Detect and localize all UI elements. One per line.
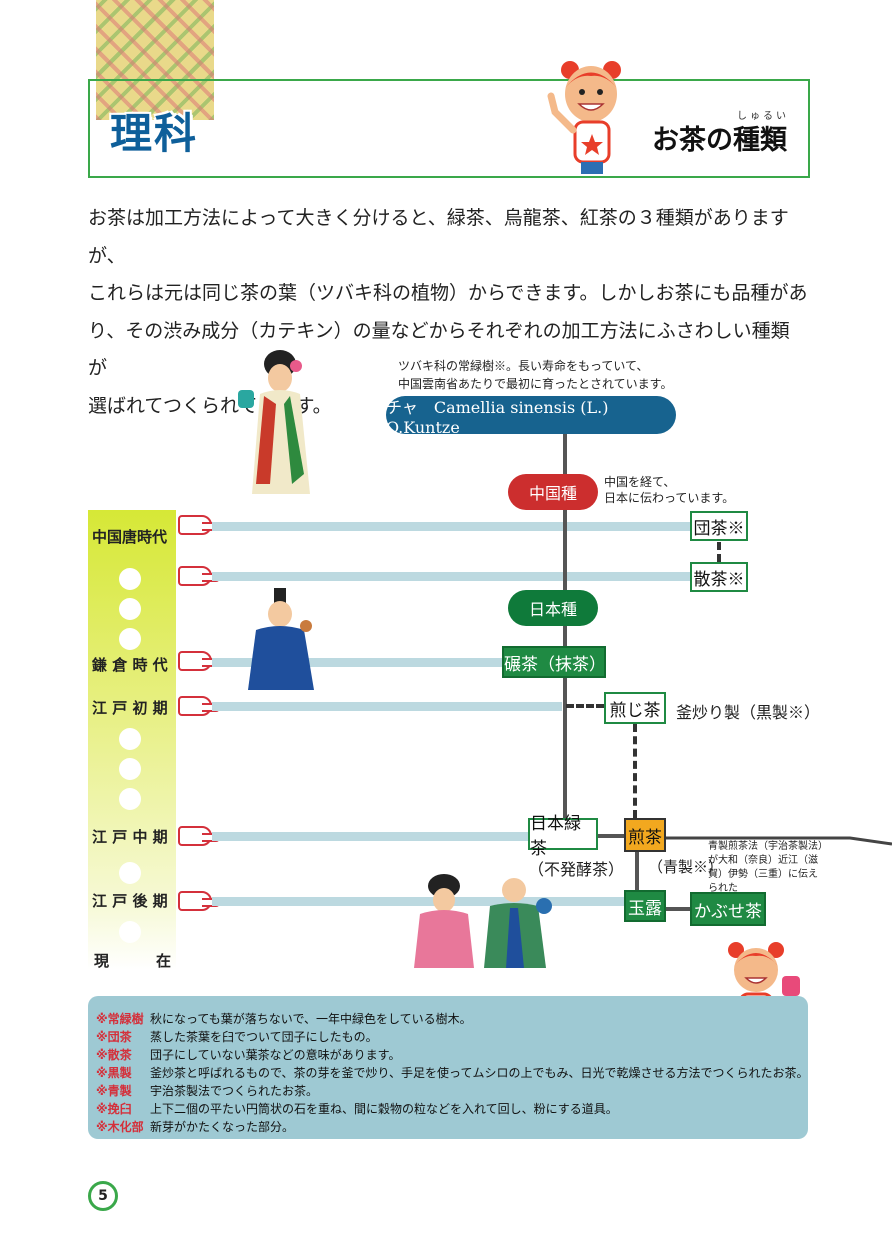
glossary-term: ※木化部 — [96, 1120, 144, 1134]
tea-box-nihon-ryokucha: 日本緑茶 — [528, 814, 598, 859]
tea-box-senjicha: 煎じ茶 — [604, 692, 666, 724]
timeline-bar — [212, 658, 504, 667]
flow-line — [598, 834, 624, 838]
flow-line — [563, 678, 567, 818]
tea-plant-root: チャ Camellia sinensis (L.) O.Kuntze — [386, 396, 676, 437]
glossary-term: ※黒製 — [96, 1066, 132, 1080]
pointing-hand-icon — [178, 826, 220, 846]
fuhakko-label: （不発酵茶） — [528, 860, 625, 879]
tea-box-kabusecha: かぶせ茶 — [690, 892, 766, 926]
glossary-row: ※団茶 蒸した茶葉を臼でついて団子にしたもの。 — [96, 1028, 378, 1045]
note-line: が大和（奈良）近江（滋 — [708, 855, 818, 866]
tea-box-sencha: 煎茶 — [624, 818, 666, 852]
girl-mascot-illustration — [547, 61, 621, 174]
glossary-row: ※木化部新芽がかたくなった部分。 — [96, 1118, 294, 1135]
dashed-connector — [633, 724, 637, 818]
dashed-connector — [717, 542, 721, 562]
glossary-term: ※青製 — [96, 1084, 132, 1098]
era-label-tang: 中国唐時代 — [92, 528, 168, 546]
timeline-bar — [212, 897, 624, 906]
plaid-decoration — [96, 0, 214, 120]
tea-box-tencha: 碾茶（抹茶） — [502, 646, 606, 678]
intro-line: お茶は加工方法によって大きく分けると、緑茶、烏龍茶、紅茶の３種類がありますが、 — [88, 207, 789, 267]
glossary-definition: 上下二個の平たい円筒状の石を重ね、間に穀物の粒などを入れて回し、粉にする道具。 — [150, 1102, 618, 1116]
flow-line — [563, 624, 567, 646]
era-dot — [119, 788, 141, 810]
era-dot — [119, 758, 141, 780]
page-title: お茶の種類 — [652, 125, 787, 156]
root-note: ツバキ科の常緑樹※。長い寿命をもっていて、 — [398, 359, 649, 373]
title-ruby: しゅるい — [737, 111, 789, 122]
glossary-term: ※団茶 — [96, 1030, 132, 1044]
timeline-bar — [212, 702, 562, 711]
china-variety-pill: 中国種 — [508, 474, 598, 510]
glossary-term: ※常緑樹 — [96, 1012, 144, 1026]
glossary-definition: 団子にしていない葉茶などの意味があります。 — [150, 1048, 401, 1062]
era-dot — [119, 921, 141, 943]
era-dot — [119, 628, 141, 650]
header-frame — [88, 79, 810, 178]
aosei-spread-note: 青製煎茶法（宇治茶製法） が大和（奈良）近江（滋 賀）伊勢（三重）に伝え られた — [708, 840, 828, 896]
era-label-present: 現 — [94, 952, 110, 970]
edo-couple-illustration — [414, 874, 552, 968]
era-label-edo-late: 江 戸 後 期 — [92, 892, 168, 910]
china-variety-note: 中国を経て、 — [604, 475, 676, 489]
glossary-term: ※挽臼 — [96, 1102, 132, 1116]
tea-box-sancha: 散茶※ — [690, 562, 748, 592]
era-dot — [119, 568, 141, 590]
note-line: 賀）伊勢（三重）に伝え — [708, 869, 818, 880]
glossary-row: ※挽臼 上下二個の平たい円筒状の石を重ね、間に穀物の粒などを入れて回し、粉にする道… — [96, 1100, 618, 1117]
timeline-bar — [212, 572, 692, 581]
glossary-definition: 釜炒茶と呼ばれるもので、茶の芽を釜で炒り、手足を使ってムシロの上でもみ、日光で乾… — [150, 1066, 809, 1080]
glossary-panel — [88, 996, 808, 1139]
pointing-hand-icon — [178, 696, 220, 716]
chinese-lady-illustration — [238, 350, 310, 494]
era-dot — [119, 598, 141, 620]
era-label-present: 在 — [156, 952, 172, 970]
glossary-row: ※常緑樹秋になっても葉が落ちないで、一年中緑色をしている樹木。 — [96, 1010, 472, 1027]
samurai-illustration — [248, 588, 314, 690]
era-label-kamakura: 鎌 倉 時 代 — [92, 656, 168, 674]
glossary-definition: 宇治茶製法でつくられたお茶。 — [150, 1084, 319, 1098]
pointing-hand-icon — [178, 515, 220, 535]
page-number: 5 — [88, 1181, 118, 1211]
subject-label: 理科 — [110, 109, 199, 158]
flow-line — [563, 434, 567, 476]
pointing-hand-icon — [178, 891, 220, 911]
tea-box-dancha: 団茶※ — [690, 511, 748, 541]
era-dot — [119, 728, 141, 750]
intro-paragraph: お茶は加工方法によって大きく分けると、緑茶、烏龍茶、紅茶の３種類がありますが、 … — [88, 200, 808, 425]
china-variety-note: 日本に伝わっています。 — [604, 491, 735, 505]
flow-line-exit — [660, 836, 892, 846]
intro-line: これらは元は同じ茶の葉（ツバキ科の植物）からできます。しかしお茶にも品種があ — [88, 282, 808, 304]
timeline-bar — [212, 832, 530, 841]
era-label-edo-early: 江 戸 初 期 — [92, 699, 168, 717]
root-note: 中国雲南省あたりで最初に育ったとされています。 — [398, 377, 673, 391]
aosei-label: （青製※） — [648, 858, 724, 876]
glossary-definition: 秋になっても葉が落ちないで、一年中緑色をしている樹木。 — [150, 1012, 472, 1026]
note-line: 青製煎茶法（宇治茶製法） — [708, 841, 828, 852]
dashed-connector — [566, 704, 604, 708]
glossary-row: ※黒製 釜炒茶と呼ばれるもので、茶の芽を釜で炒り、手足を使ってムシロの上でもみ、日… — [96, 1064, 808, 1081]
pointing-hand-icon — [178, 566, 220, 586]
glossary-row: ※青製 宇治茶製法でつくられたお茶。 — [96, 1082, 318, 1099]
glossary-definition: 新芽がかたくなった部分。 — [150, 1120, 295, 1134]
glossary-row: ※散茶 団子にしていない葉茶などの意味があります。 — [96, 1046, 400, 1063]
era-label-edo-mid: 江 戸 中 期 — [92, 828, 168, 846]
flow-line — [666, 907, 690, 911]
era-dot — [119, 862, 141, 884]
intro-line: り、その渋み成分（カテキン）の量などからそれぞれの加工方法にふさわしい種類が — [88, 319, 790, 380]
tea-box-gyokuro: 玉露 — [624, 890, 666, 922]
flow-line — [563, 508, 567, 590]
pointing-hand-icon — [178, 651, 220, 671]
japan-variety-pill: 日本種 — [508, 590, 598, 626]
note-line: られた — [708, 883, 738, 894]
flow-line — [635, 852, 639, 890]
glossary-term: ※散茶 — [96, 1048, 132, 1062]
kamairi-label: 釜炒り製（黒製※） — [676, 703, 821, 722]
glossary-definition: 蒸した茶葉を臼でついて団子にしたもの。 — [150, 1030, 378, 1044]
timeline-bar — [212, 522, 692, 531]
